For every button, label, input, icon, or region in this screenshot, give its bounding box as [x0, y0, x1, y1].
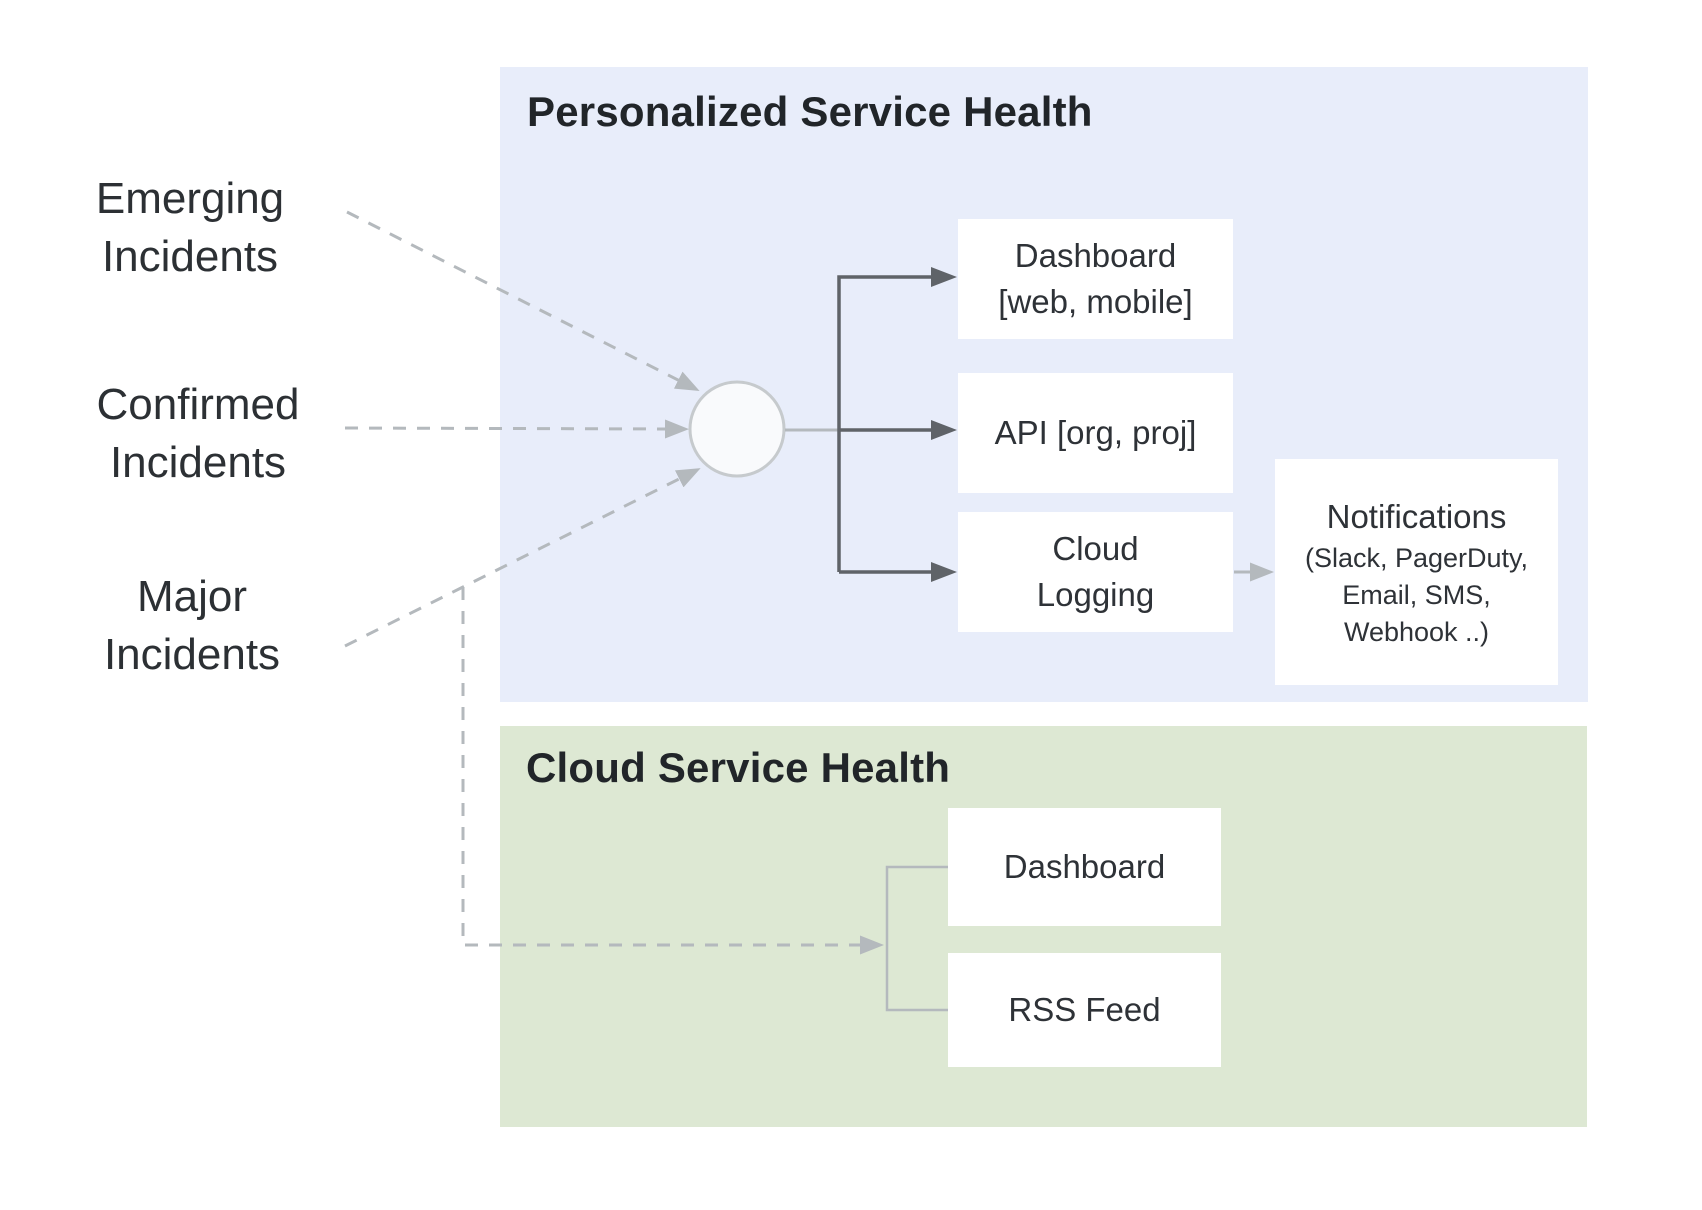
- source-label-confirmed-incidents: Confirmed Incidents: [96, 380, 300, 487]
- cloud-panel-title: Cloud Service Health: [526, 744, 951, 791]
- node-api: API [org, proj]: [958, 373, 1233, 493]
- node-notifications-title: Notifications: [1326, 497, 1507, 535]
- node-notifications: Notifications (Slack, PagerDuty, Email, …: [1275, 459, 1558, 685]
- node-rss-feed-label: RSS Feed: [1008, 991, 1161, 1028]
- node-api-label: API [org, proj]: [994, 414, 1197, 451]
- node-cloud-logging-line1: Cloud: [1052, 530, 1139, 567]
- node-public-dashboard-label: Dashboard: [1003, 848, 1166, 885]
- node-notifications-subtitle: (Slack, PagerDuty, Email, SMS, Webhook .…: [1305, 540, 1528, 651]
- node-notifications-sub-line1: (Slack, PagerDuty,: [1304, 542, 1529, 573]
- node-cloud-logging-line2: Logging: [1036, 576, 1155, 613]
- source-label-major-incidents: Major Incidents: [103, 572, 281, 679]
- node-dashboard-web-mobile: Dashboard [web, mobile]: [958, 219, 1233, 339]
- node-cloud-logging: Cloud Logging: [958, 512, 1233, 632]
- node-public-dashboard: Dashboard: [948, 808, 1221, 926]
- node-rss-feed: RSS Feed: [948, 953, 1221, 1067]
- node-notifications-sub-line2: Email, SMS,: [1342, 579, 1491, 610]
- source-label-emerging-incidents: Emerging Incidents: [95, 174, 285, 281]
- node-dashboard-line1: Dashboard: [1014, 237, 1177, 274]
- node-notifications-sub-line3: Webhook ..): [1343, 616, 1490, 647]
- node-dashboard-line2: [web, mobile]: [998, 283, 1193, 320]
- personalized-panel-title: Personalized Service Health: [527, 88, 1093, 135]
